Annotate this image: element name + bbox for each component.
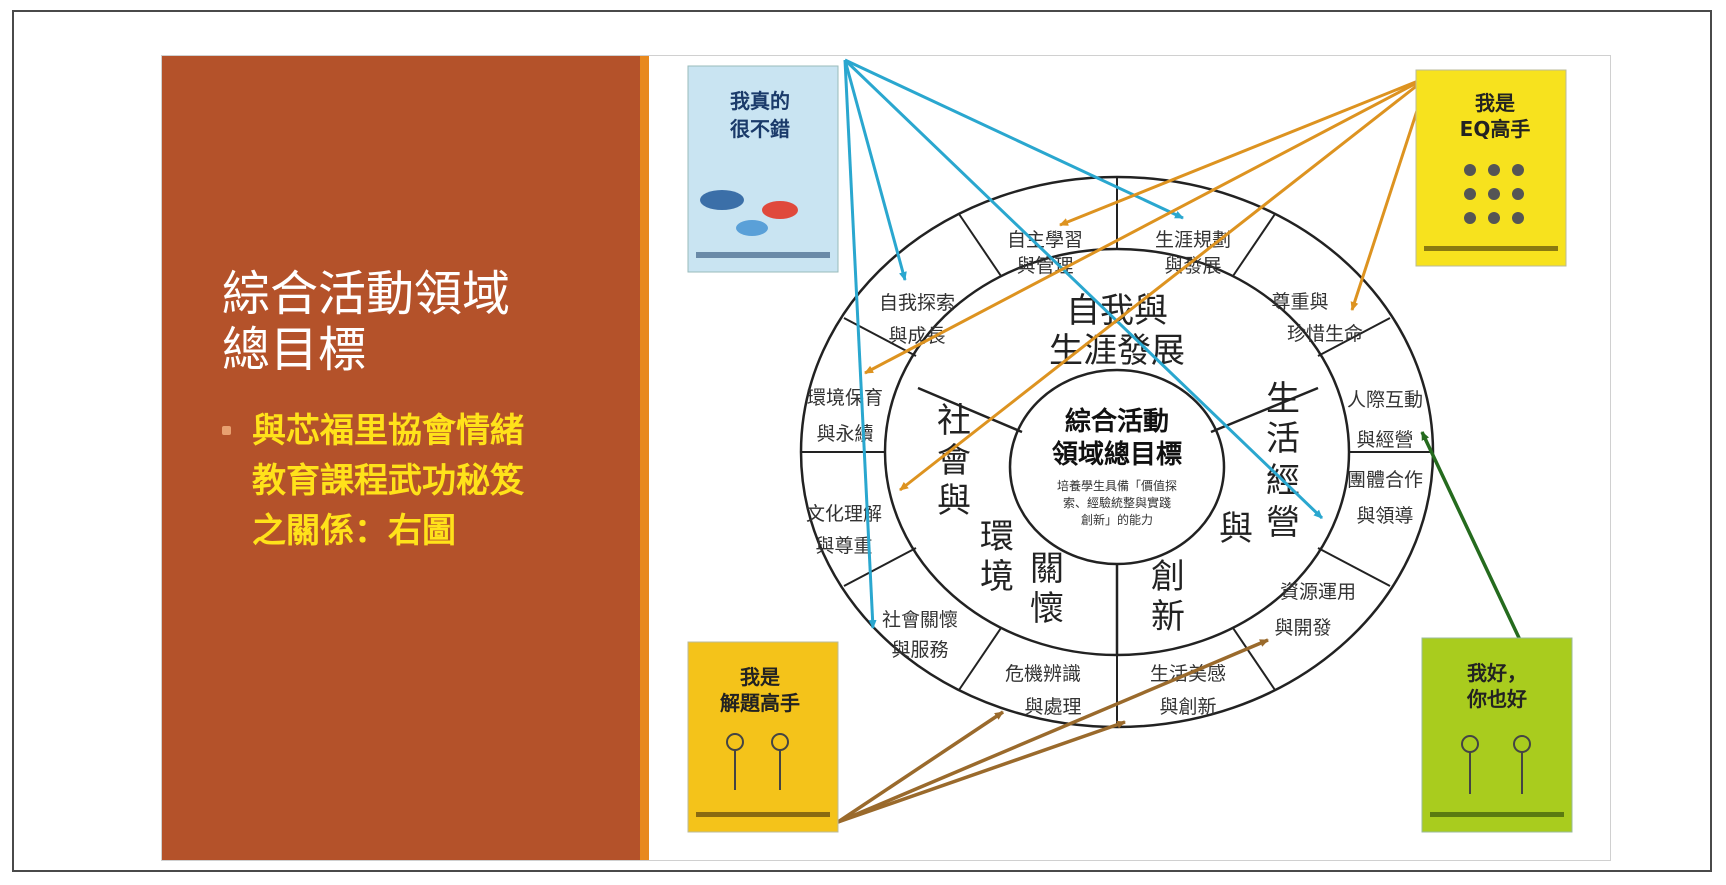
center-title-line2: 領域總目標 <box>1052 439 1182 470</box>
item-11-line2: 與永續 <box>816 423 873 445</box>
fish-illustration-icon <box>736 220 768 236</box>
item-1-line2: 與管理 <box>1016 255 1073 277</box>
faces-illustration-icon <box>1464 164 1524 224</box>
dimension-life-char: 與 <box>1219 509 1253 549</box>
book-4-footer <box>1430 812 1564 817</box>
book-cover-1: 我真的 很不錯 <box>687 65 839 273</box>
book-1-title-line2: 很不錯 <box>730 117 790 141</box>
bullet-text: 與芯福里協會情緒 教育課程武功秘笈 之關係：右圖 <box>252 406 612 556</box>
item-9-line2: 與服務 <box>891 639 948 661</box>
dimension-self-line1: 自我與 <box>1066 291 1168 331</box>
slide-title-line1: 綜合活動領域 <box>222 266 511 322</box>
fish-illustration-icon <box>762 201 798 219</box>
accent-bar <box>640 56 649 860</box>
dimension-life-char: 生 <box>1266 379 1300 419</box>
book-2-title-line1: 我是 <box>1475 91 1515 115</box>
item-5-line2: 與領導 <box>1356 505 1413 527</box>
center-desc-line3: 創新」的能力 <box>1081 512 1153 527</box>
item-1-line1: 自主學習 <box>1007 229 1083 251</box>
item-3-line2: 珍惜生命 <box>1287 323 1363 345</box>
dimension-life-char: 創 <box>1151 557 1185 597</box>
item-4-line1: 人際互動 <box>1347 389 1423 411</box>
book-cover-4: 我好， 你也好 <box>1421 637 1573 833</box>
dimension-life-char: 新 <box>1151 597 1185 637</box>
book-1-title-line1: 我真的 <box>730 89 790 113</box>
book-3-footer <box>696 812 830 817</box>
book-2-title-line2: EQ高手 <box>1460 117 1531 141</box>
book-3-title-line1: 我是 <box>740 665 780 689</box>
item-12-line1: 自我探索 <box>879 292 955 314</box>
item-4-line2: 與經營 <box>1356 429 1413 451</box>
item-11-line1: 環境保育 <box>807 387 883 409</box>
dimension-society-char: 懷 <box>1030 589 1064 629</box>
dimension-society-char: 與 <box>937 481 971 521</box>
book-3-title-line2: 解題高手 <box>720 691 800 715</box>
dimension-society-char: 關 <box>1030 549 1064 589</box>
item-6-line2: 與開發 <box>1274 617 1331 639</box>
item-10-line2: 與尊重 <box>815 535 872 557</box>
bullet-line2: 教育課程武功秘笈 <box>252 461 524 501</box>
slide-title: 綜合活動領域 總目標 <box>222 266 622 378</box>
center-title-line1: 綜合活動 <box>1065 406 1169 437</box>
bullet-line1: 與芯福里協會情緒 <box>252 411 524 451</box>
outer-items: 自主學習 與管理 生涯規劃 與發展 尊重與 珍惜生命 人際互動 與經營 團體合作… <box>806 229 1423 718</box>
book-cover-3: 我是 解題高手 <box>687 641 839 833</box>
slide-title-line2: 總目標 <box>222 322 367 378</box>
book-1-footer <box>696 252 830 258</box>
item-3-line1: 尊重與 <box>1271 291 1328 313</box>
arrows-book4 <box>1420 431 1522 641</box>
item-2-line2: 與發展 <box>1164 255 1221 277</box>
item-5-line1: 團體合作 <box>1347 469 1423 491</box>
presentation-slide: 綜合活動領域 總目標 與芯福里協會情緒 教育課程武功秘笈 之關係：右圖 <box>162 56 1610 860</box>
arrows-book2 <box>864 75 1430 492</box>
bullet-line3: 之關係：右圖 <box>252 511 456 551</box>
arrows-book1 <box>843 58 1324 629</box>
center-desc-line2: 索、經驗統整與實踐 <box>1063 495 1171 510</box>
book-4-title-line2: 你也好 <box>1466 687 1527 711</box>
fish-illustration-icon <box>700 190 744 210</box>
item-12-line2: 與成長 <box>888 325 945 347</box>
book-3-background <box>687 641 839 833</box>
item-7-line2: 與創新 <box>1159 696 1216 718</box>
item-8-line1: 危機辨識 <box>1005 663 1081 685</box>
item-6-line1: 資源運用 <box>1280 581 1356 603</box>
book-cover-2: 我是 EQ高手 <box>1415 69 1567 267</box>
book-2-footer <box>1424 246 1558 251</box>
dimension-society-char: 環 <box>980 517 1014 557</box>
book-4-title-line1: 我好， <box>1467 661 1527 685</box>
title-panel: 綜合活動領域 總目標 與芯福里協會情緒 教育課程武功秘笈 之關係：右圖 <box>162 56 640 860</box>
item-9-line1: 社會關懷 <box>882 609 958 631</box>
book-1-background <box>687 65 839 273</box>
item-10-line1: 文化理解 <box>806 503 882 525</box>
item-8-line2: 與處理 <box>1024 696 1081 718</box>
dimension-society-char: 境 <box>980 557 1014 597</box>
dimension-society-char: 社 <box>937 401 971 441</box>
sector-dividers <box>801 177 1433 727</box>
people-illustration-icon <box>1461 735 1531 794</box>
dimension-life-char: 營 <box>1266 503 1300 543</box>
dimension-society: 社 會 與 環 境 關 懷 <box>937 401 1064 629</box>
people-illustration-icon <box>726 733 789 790</box>
bullet-icon <box>222 426 231 435</box>
dimension-dividers <box>917 386 1319 655</box>
arrows-book3 <box>837 638 1269 824</box>
dimension-life-char: 活 <box>1266 419 1300 459</box>
center-desc-line1: 培養學生具備「價值探 <box>1057 478 1177 493</box>
book-4-background <box>1421 637 1573 833</box>
